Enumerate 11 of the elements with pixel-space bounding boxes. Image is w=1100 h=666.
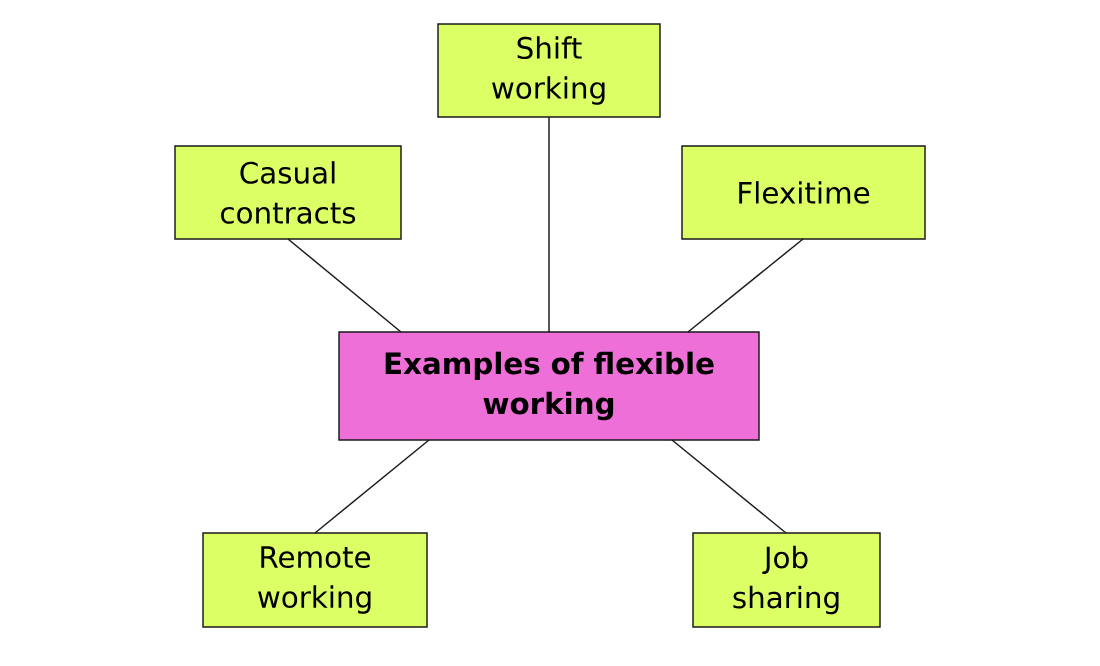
topic-box: Shift working (437, 23, 661, 118)
connector-line (314, 439, 430, 534)
topic-box: Flexitime (681, 145, 926, 240)
connector-line (287, 238, 402, 333)
connector-line (671, 439, 787, 534)
connector-line (548, 116, 550, 333)
connector-line (687, 238, 804, 333)
central-box: Examples of flexible working (338, 331, 760, 441)
topic-box: Remote working (202, 532, 428, 628)
topic-box: Casual contracts (174, 145, 402, 240)
topic-box: Job sharing (692, 532, 881, 628)
